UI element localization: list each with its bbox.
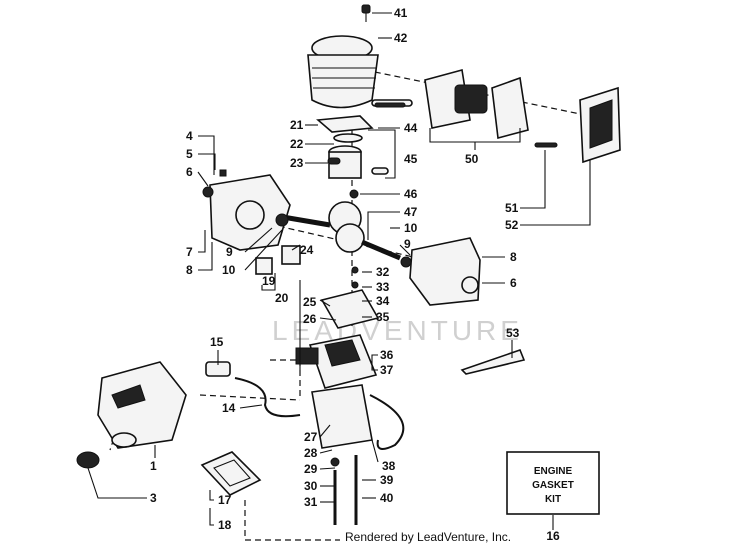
callout-17: 17 [218,493,232,507]
callout-1: 1 [150,459,157,473]
spring-part-51 [534,142,558,148]
fuel-tank-part-1 [97,361,187,449]
callout-6-left: 6 [186,165,193,179]
air-filter-plate-17-18 [200,451,262,496]
callout-30: 30 [304,479,318,493]
screw-part-41 [361,4,371,22]
callout-31: 31 [304,495,318,509]
reed-plate-34-35 [320,266,380,329]
callout-51: 51 [505,201,519,215]
carburetor-top-36-37 [295,334,378,389]
callout-18: 18 [218,518,232,532]
callout-28: 28 [304,446,318,460]
bearing-part-46 [349,189,359,199]
callout-47: 47 [404,205,418,219]
callout-52: 52 [505,218,519,232]
callout-34: 34 [376,294,390,308]
callout-44: 44 [404,121,418,135]
left-crankcase [202,169,291,251]
kit-line-1: ENGINE [534,466,573,477]
callout-20: 20 [275,291,289,305]
callout-21: 21 [290,118,304,132]
callout-23: 23 [290,156,304,170]
callout-24: 24 [300,243,314,257]
fuel-line-38 [369,394,405,450]
fuel-line-14 [234,377,301,418]
callout-26: 26 [303,312,317,326]
callout-32: 32 [376,265,390,279]
callout-50: 50 [465,152,479,166]
callout-16: 16 [546,529,560,543]
muffler-part-50 [424,68,529,140]
callout-45: 45 [404,152,418,166]
rod-part-44 [374,102,406,108]
callout-4: 4 [186,129,193,143]
watermark: LEADVENTURE [272,315,523,346]
callout-35: 35 [376,310,390,324]
callout-10-left: 10 [222,263,236,277]
callout-40: 40 [380,491,394,505]
callout-53: 53 [506,326,520,340]
callout-5: 5 [186,147,193,161]
callout-25: 25 [303,295,317,309]
cylinder-part-42 [307,35,379,109]
callout-8-left: 8 [186,263,193,277]
callout-37: 37 [380,363,394,377]
callout-29: 29 [304,462,318,476]
callout-6-right: 6 [510,276,517,290]
right-crankcase [400,237,481,306]
callout-39: 39 [380,473,394,487]
callout-19: 19 [262,274,276,288]
callout-8-right: 8 [510,250,517,264]
callout-3: 3 [150,491,157,505]
credit-text: Rendered by LeadVenture, Inc. [345,530,511,544]
reed-blocks-19-20 [255,245,301,275]
callout-22: 22 [290,137,304,151]
kit-line-2: GASKET [532,480,574,491]
callout-14: 14 [222,401,236,415]
carburetor-body [311,384,373,525]
callout-9-right: 9 [404,237,411,251]
callout-15: 15 [210,335,224,349]
callout-38: 38 [382,459,396,473]
leader-lines [87,12,591,530]
callout-27: 27 [304,430,318,444]
sealant-tube-part-53 [460,348,526,375]
engine-gasket-kit-box: ENGINE GASKET KIT 16 [506,451,600,543]
callout-42: 42 [394,31,408,45]
callout-36: 36 [380,348,394,362]
callout-labels: 41 42 21 22 23 44 45 46 47 10 9 8 6 50 5… [150,6,520,532]
callout-41: 41 [394,6,408,20]
callout-46: 46 [404,187,418,201]
kit-line-3: KIT [545,494,561,505]
callout-10-right: 10 [404,221,418,235]
callout-9-left: 9 [226,245,233,259]
callout-7: 7 [186,245,193,259]
piston-group [316,99,413,179]
fuel-cap-part-3 [76,451,100,469]
callout-33: 33 [376,280,390,294]
muffler-cover-part-52 [579,86,621,164]
